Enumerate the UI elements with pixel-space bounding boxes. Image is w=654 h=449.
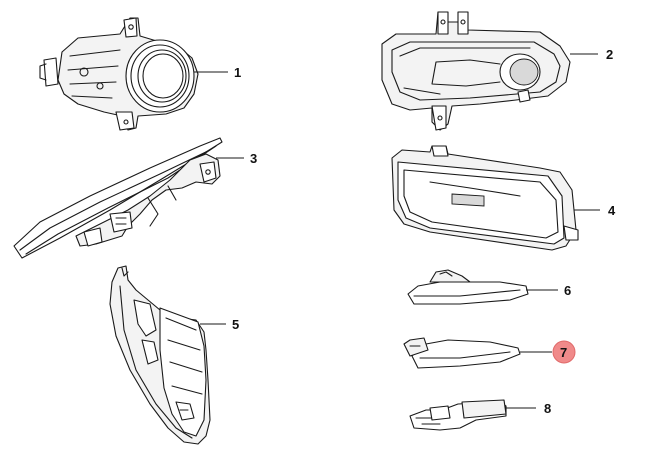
part-4-rect-lamp[interactable] bbox=[391, 145, 579, 251]
callout-3[interactable]: 3 bbox=[250, 151, 257, 166]
callout-7-highlight bbox=[552, 340, 576, 364]
callout-4[interactable]: 4 bbox=[608, 203, 616, 218]
callout-1[interactable]: 1 bbox=[234, 65, 241, 80]
part-2-fog-lamp-frame[interactable] bbox=[381, 11, 571, 131]
callout-6[interactable]: 6 bbox=[564, 283, 571, 298]
part-6-side-marker[interactable] bbox=[407, 269, 529, 305]
callout-2[interactable]: 2 bbox=[606, 47, 613, 62]
callout-5[interactable]: 5 bbox=[232, 317, 239, 332]
callout-leaders bbox=[194, 53, 600, 409]
part-5-side-housing[interactable] bbox=[109, 265, 211, 445]
part-8-connector[interactable] bbox=[409, 399, 507, 431]
callout-7[interactable]: 7 bbox=[560, 345, 567, 360]
part-3-trim-strip[interactable] bbox=[13, 137, 223, 259]
part-7-marker-lens[interactable] bbox=[403, 337, 521, 369]
part-1-fog-lamp[interactable] bbox=[39, 17, 199, 131]
callout-labels: 1 2 3 4 5 6 7 8 bbox=[232, 47, 616, 416]
callout-8[interactable]: 8 bbox=[544, 401, 551, 416]
